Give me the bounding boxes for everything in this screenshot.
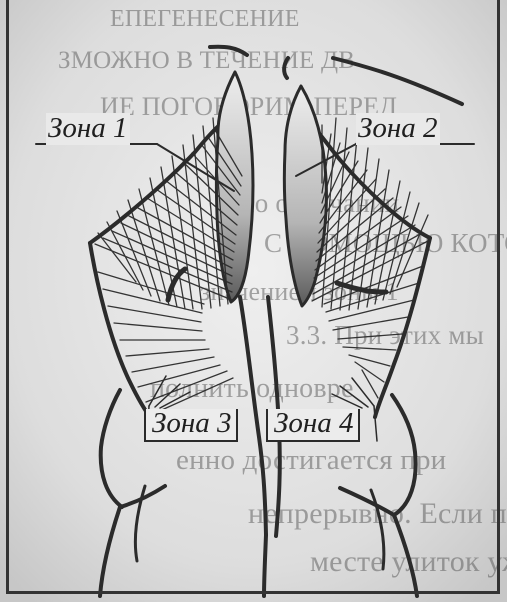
shoulder-line-right xyxy=(333,58,462,104)
right-hip-inner xyxy=(340,488,394,515)
right-leg-outline xyxy=(394,515,417,596)
zone-2-shape xyxy=(284,86,326,306)
zone-1-label: Зона 1 xyxy=(46,113,130,145)
spine-left xyxy=(240,297,266,535)
zone-2-label: Зона 2 xyxy=(356,113,440,145)
right-hip-outline xyxy=(392,395,416,515)
right-hatching xyxy=(312,118,428,398)
zone-3-label: Зона 3 xyxy=(144,409,238,442)
spine-top xyxy=(284,58,288,78)
left-leg-outline xyxy=(100,507,120,596)
left-hip-outline xyxy=(101,390,122,507)
left-side-outline xyxy=(90,243,153,421)
neck-line-left xyxy=(210,47,247,55)
spine-bottom xyxy=(264,535,266,596)
zone-4-label: Зона 4 xyxy=(266,409,360,442)
